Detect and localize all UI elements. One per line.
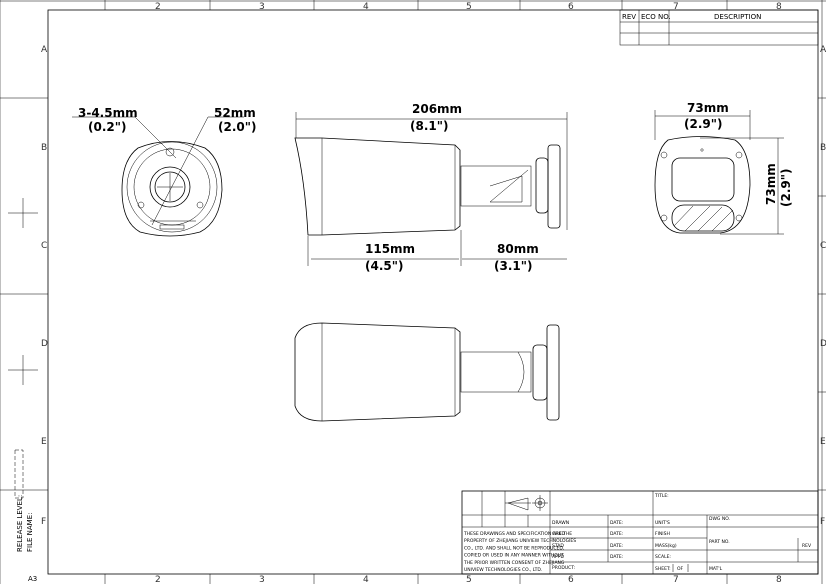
column-label: 7 <box>673 575 679 584</box>
column-label: 8 <box>776 575 782 584</box>
column-label: 2 <box>155 575 161 584</box>
row-label: E <box>41 437 47 447</box>
rev-label: REV <box>802 543 812 549</box>
column-label: 5 <box>466 575 472 584</box>
dim-hole: 3-4.5mm <box>78 106 138 120</box>
title-block <box>461 490 819 575</box>
row-label: D <box>41 339 48 349</box>
dim-length: 206mm <box>412 102 462 116</box>
date-label-3: DATE: <box>610 543 623 549</box>
appd-label: APPD <box>552 554 565 560</box>
row-label: A <box>41 45 48 55</box>
dim-height: 73mm <box>764 163 778 205</box>
ownership-notice-line: THESE DRAWINGS AND SPECIFICATION ARE THE <box>463 531 572 537</box>
title-label: TITLE: <box>654 493 669 499</box>
ownership-notice-line: COPIED OR USED IN ANY MANNER WITHOUT <box>464 553 564 559</box>
dim-height-in: (2.9") <box>779 169 793 207</box>
dim-hole-in: (0.2") <box>88 120 126 134</box>
part-no-label: PART NO. <box>709 539 730 545</box>
row-label: F <box>820 517 825 527</box>
column-label: 3 <box>259 2 265 12</box>
ownership-notice-line: THE PRIOR WRITTEN CONSENT OF ZHEJIANG <box>463 560 565 566</box>
finish-label: FINISH <box>655 531 670 537</box>
dim-diameter: 52mm <box>214 106 256 120</box>
date-label-2: DATE: <box>610 531 623 537</box>
drawn-label: DRAWN <box>552 520 569 526</box>
front-view <box>72 116 244 237</box>
column-label: 5 <box>466 2 472 12</box>
dim-body-in: (4.5") <box>365 259 403 273</box>
chkd-label: CHKD <box>552 531 565 537</box>
ownership-notice-line: CO., LTD. AND SHALL NOT BE REPRODUCED, <box>464 545 564 551</box>
stad-label: STAD <box>552 543 564 549</box>
units-label: UNIT'S <box>655 520 670 526</box>
column-label: 4 <box>363 575 369 584</box>
file-name-label: FILE NAME: <box>26 513 34 552</box>
sheet-label: SHEET: <box>655 566 671 572</box>
revision-block <box>619 9 819 46</box>
dim-width: 73mm <box>687 101 729 115</box>
row-label: D <box>820 339 826 349</box>
ownership-notice-line: UNIVIEW TECHNOLOGIES CO., LTD. <box>464 567 542 573</box>
eco-header: ECO NO. <box>641 13 671 21</box>
mass-label: MASS(kg) <box>655 543 677 549</box>
column-label: 3 <box>259 575 265 584</box>
product-label: PRODUCT: <box>552 565 575 571</box>
row-label: E <box>820 437 826 447</box>
rev-header: REV <box>622 13 636 21</box>
column-label: 6 <box>568 2 574 12</box>
column-label: 8 <box>776 2 782 12</box>
dim-bracket-in: (3.1") <box>494 259 532 273</box>
dim-bracket: 80mm <box>497 242 539 256</box>
matl-label: MAT'L <box>709 566 723 572</box>
sheet-size-label: A3 <box>28 575 37 583</box>
rear-view <box>654 110 784 235</box>
date-label-1: DATE: <box>610 520 623 526</box>
column-label: 7 <box>673 2 679 12</box>
date-label-4: DATE: <box>610 554 623 560</box>
dwg-no-label: DWG NO. <box>709 516 730 522</box>
dim-width-in: (2.9") <box>684 117 722 131</box>
ownership-notice-line: PROPERTY OF ZHEJIANG UNIVIEW TECHNOLOGIE… <box>464 538 576 544</box>
dim-body: 115mm <box>365 242 415 256</box>
projection-symbol-icon <box>505 495 548 511</box>
row-label: F <box>41 517 46 527</box>
column-label: 2 <box>155 2 161 12</box>
of-label: OF <box>677 566 684 572</box>
dim-length-in: (8.1") <box>410 119 448 133</box>
registration-mark <box>0 97 48 499</box>
bottom-view <box>294 322 560 422</box>
column-label: 6 <box>568 575 574 584</box>
dim-diameter-in: (2.0") <box>218 120 256 134</box>
side-view <box>294 112 568 266</box>
row-label: C <box>41 241 47 251</box>
description-header: DESCRIPTION <box>714 13 761 21</box>
row-label: C <box>820 241 826 251</box>
scale-label: SCALE: <box>655 554 671 560</box>
column-label: 4 <box>363 2 369 12</box>
row-label: B <box>41 143 47 153</box>
row-label: A <box>820 45 826 55</box>
release-level-label: RELEASE LEVEL: <box>16 495 24 552</box>
row-label: B <box>820 143 826 153</box>
